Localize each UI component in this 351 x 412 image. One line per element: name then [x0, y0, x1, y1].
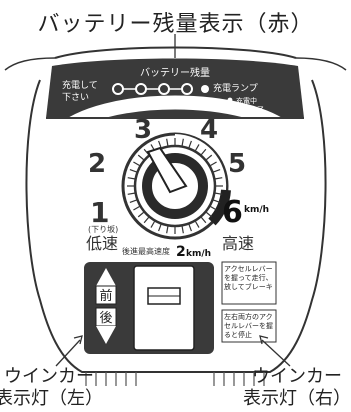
battery-bar-label: バッテリー残量	[140, 66, 210, 79]
outer-body-outline	[25, 79, 327, 373]
reverse-unit: km/h	[186, 249, 211, 259]
dial-tick	[194, 144, 200, 151]
forward-label: 前	[99, 288, 112, 304]
speed-6: 6	[222, 195, 243, 230]
turn-left-line2: 表示灯（左）	[0, 388, 103, 409]
lever-note-1: アクセルレバーを握って走行、放してブレーキ	[224, 265, 273, 291]
left-turn-leader	[55, 339, 81, 367]
battery-led-1	[112, 83, 124, 95]
dial-tick	[143, 217, 150, 224]
speed-unit: km/h	[244, 205, 269, 215]
back-arrow-icon	[96, 326, 116, 344]
back-label: 後	[99, 311, 112, 326]
dial-tick	[215, 177, 223, 180]
charge-done-star-icon: ✱	[226, 105, 234, 115]
dial-tick	[200, 217, 207, 224]
speed-dial	[121, 132, 231, 240]
battery-level-leds	[112, 83, 209, 95]
dial-tick	[188, 224, 192, 232]
top-edge-outline	[54, 46, 297, 59]
dial-tick	[133, 161, 140, 167]
forward-arrow-icon	[96, 268, 116, 286]
direction-lever[interactable]	[133, 265, 195, 351]
grip-ridges	[85, 372, 265, 386]
dial-tick	[181, 138, 184, 146]
dial-tick	[166, 138, 169, 146]
turn-right-line2: 表示灯（右）	[243, 388, 351, 409]
dial-tick	[129, 169, 137, 173]
charge-done-label: 充電完了	[236, 105, 264, 114]
dial-tick	[158, 140, 162, 148]
charge-please-line2: 下さい	[62, 92, 89, 103]
dial-tick	[166, 226, 169, 234]
dial-tick	[200, 148, 207, 155]
high-speed-arc	[208, 189, 231, 226]
lever-note-2: 左右両方のアクセルレバーを握ると停止	[224, 313, 273, 339]
direction-switch[interactable]: 前 後	[84, 262, 214, 354]
dial-tick	[158, 224, 162, 232]
lever-note-box-2	[221, 309, 277, 343]
speed-3: 3	[134, 115, 152, 145]
dial-tick	[210, 161, 217, 167]
dial-tick	[150, 221, 156, 228]
turn-signal-right-callout: ウインカー 表示灯（右）	[232, 366, 351, 410]
dial-tick	[129, 199, 137, 203]
speed-4: 4	[200, 115, 218, 145]
speed-2: 2	[88, 149, 106, 179]
dial-tick	[213, 169, 221, 173]
reverse-prefix: 後進最高速度	[122, 246, 170, 256]
dial-tick	[137, 211, 144, 218]
turn-signal-left-callout: ウインカー 表示灯（左）	[0, 366, 104, 410]
charge-lamp-title: 充電ランプ	[213, 82, 258, 94]
dial-tick	[137, 154, 144, 161]
turn-right-line1: ウインカー	[252, 366, 342, 387]
dial-tick	[133, 205, 140, 211]
left-turn-arrowhead-icon	[73, 335, 83, 345]
battery-indicator-callout: バッテリー残量表示（赤）	[37, 12, 314, 37]
charge-please-line1: 充電して	[62, 79, 98, 91]
battery-led-3	[158, 83, 170, 95]
speed-5: 5	[228, 149, 246, 179]
lever-note-box-1	[221, 261, 277, 305]
right-turn-leader	[261, 339, 291, 367]
dial-tick	[194, 221, 200, 228]
high-speed-label: 高速	[222, 234, 254, 253]
dial-tick	[206, 211, 213, 218]
dial-tick	[215, 192, 223, 195]
battery-led-4	[181, 83, 193, 95]
charging-dot-icon	[227, 97, 233, 103]
dial-tick	[127, 177, 135, 180]
dial-tick	[206, 154, 213, 161]
dial-tick	[188, 140, 192, 148]
charge-led	[201, 85, 209, 93]
right-turn-arrowhead-icon	[259, 335, 269, 345]
reverse-value: 2	[176, 244, 186, 260]
dial-tick	[127, 192, 135, 195]
downhill-note: (下り坂)	[88, 224, 118, 234]
dial-pointer	[146, 146, 188, 194]
battery-led-2	[135, 83, 147, 95]
turn-left-line1: ウインカー	[4, 366, 94, 387]
dial-tick	[181, 226, 184, 234]
low-speed-label: 低速	[86, 234, 118, 253]
speed-1: 1	[90, 196, 109, 229]
dial-tick	[213, 199, 221, 203]
dial-tick	[210, 205, 217, 211]
charging-label: 充電中	[236, 96, 257, 105]
